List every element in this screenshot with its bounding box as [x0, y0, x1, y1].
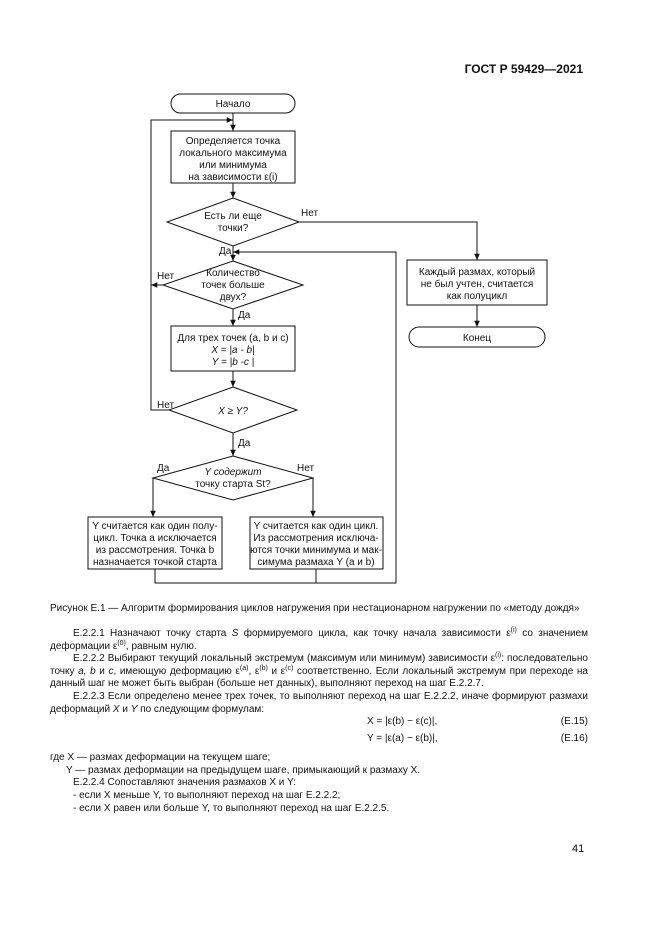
label-yes-start: Да — [157, 463, 170, 474]
label-no-more-points: Нет — [301, 208, 318, 219]
half-cycle-text: цикл. Точка a исключается — [93, 533, 216, 544]
remaining-text: Каждый размах, который — [419, 267, 535, 278]
determine-point-text: локального максимума — [179, 148, 287, 159]
flowchart: Начало Определяется точка локального мак… — [87, 93, 548, 584]
body-text: Е.2.2.1 Назначают точку старта S формиру… — [50, 627, 588, 815]
full-cycle-text: Из рассмотрения исключа- — [253, 533, 378, 544]
three-points-text: Y = |b -c | — [212, 357, 255, 368]
paragraph-e2-2-3: Е.2.2.3 Если определено менее трех точек… — [50, 690, 588, 715]
where-x: где X — размах деформации на текущем шаг… — [50, 752, 271, 764]
formula-text: X = |ε(b) − ε(c)|, — [367, 716, 438, 728]
full-cycle-text: Y считается как один цикл. — [254, 521, 379, 532]
half-cycle-text: назначается точкой старта — [93, 557, 217, 568]
determine-point-text: Определяется точка — [186, 136, 281, 147]
three-points-text: Для трех точек (a, b и c) — [177, 333, 288, 344]
half-cycle-text: из рассмотрения. Точка b — [96, 545, 215, 556]
remaining-halfcycles-box — [406, 259, 548, 306]
where-y: Y — размах деформации на предыдущем шаге… — [66, 764, 421, 776]
determine-point-box — [170, 130, 296, 184]
document-id: ГОСТ Р 59429—2021 — [464, 62, 583, 76]
point-count-text: точек больше — [201, 279, 265, 291]
formula-e16: Y = |ε(a) − ε(b)|, (Е.16) — [50, 733, 588, 750]
label-yes-more-points: Да — [219, 246, 232, 257]
three-points-box — [170, 325, 296, 372]
determine-point-text: на зависимости ε(i) — [188, 172, 277, 183]
label-no-xy: Нет — [157, 400, 174, 411]
label-no-start: Нет — [297, 463, 314, 474]
start-point-decision — [151, 455, 315, 501]
arrow-half-cycle-return — [154, 249, 397, 584]
end-label: Конец — [463, 333, 491, 344]
remaining-text: как полуцикл — [447, 291, 508, 302]
half-cycle-text: Y считается как один полу- — [92, 521, 217, 532]
more-points-decision — [165, 197, 301, 247]
x-ge-y-text: X ≥ Y? — [217, 406, 248, 417]
label-yes-xy: Да — [238, 438, 251, 449]
full-cycle-text: ются точки минимума и мак- — [250, 545, 382, 556]
label-yes-count: Да — [238, 310, 251, 321]
full-cycle-box — [249, 516, 384, 570]
paragraph-e2-2-2: Е.2.2.2 Выбирают текущий локальный экстр… — [50, 652, 588, 690]
more-points-text: Есть ли еще — [204, 211, 262, 222]
start-label: Начало — [216, 99, 251, 110]
paragraph-e2-2-4: Е.2.2.4 Сопоставляют значения размахов X… — [73, 777, 297, 789]
figure-caption: Рисунок Е.1 — Алгоритм формирования цикл… — [50, 603, 580, 614]
point-count-text: двух? — [220, 292, 247, 303]
remaining-text: не был учтен, считается — [421, 278, 534, 290]
start-point-text: точку старта St? — [195, 479, 271, 490]
paragraph-e2-2-1: Е.2.2.1 Назначают точку старта S формиру… — [50, 627, 588, 652]
formula-e15: X = |ε(b) − ε(c)|, (Е.15) — [50, 716, 588, 733]
arrow-no-remaining — [299, 221, 480, 260]
formula-number: (Е.15) — [560, 716, 588, 728]
more-points-text: точки? — [218, 223, 249, 234]
list-item: - если X равен или больше Y, то выполняю… — [73, 802, 390, 814]
determine-point-text: или минимума — [199, 160, 267, 171]
point-count-text: Количество — [206, 268, 260, 279]
arrow-no-to-determine — [150, 117, 233, 411]
label-no-count: Нет — [157, 271, 174, 282]
full-cycle-text: симума размаха Y (a и b) — [257, 557, 374, 568]
formula-text: Y = |ε(a) − ε(b)|, — [367, 733, 438, 745]
page-number: 41 — [572, 843, 585, 855]
three-points-text: X = |a - b| — [210, 345, 254, 356]
formula-number: (Е.16) — [560, 733, 588, 745]
start-point-text: Y содержит — [204, 467, 261, 478]
list-item: - если X меньше Y, то выполняют переход … — [73, 789, 341, 801]
